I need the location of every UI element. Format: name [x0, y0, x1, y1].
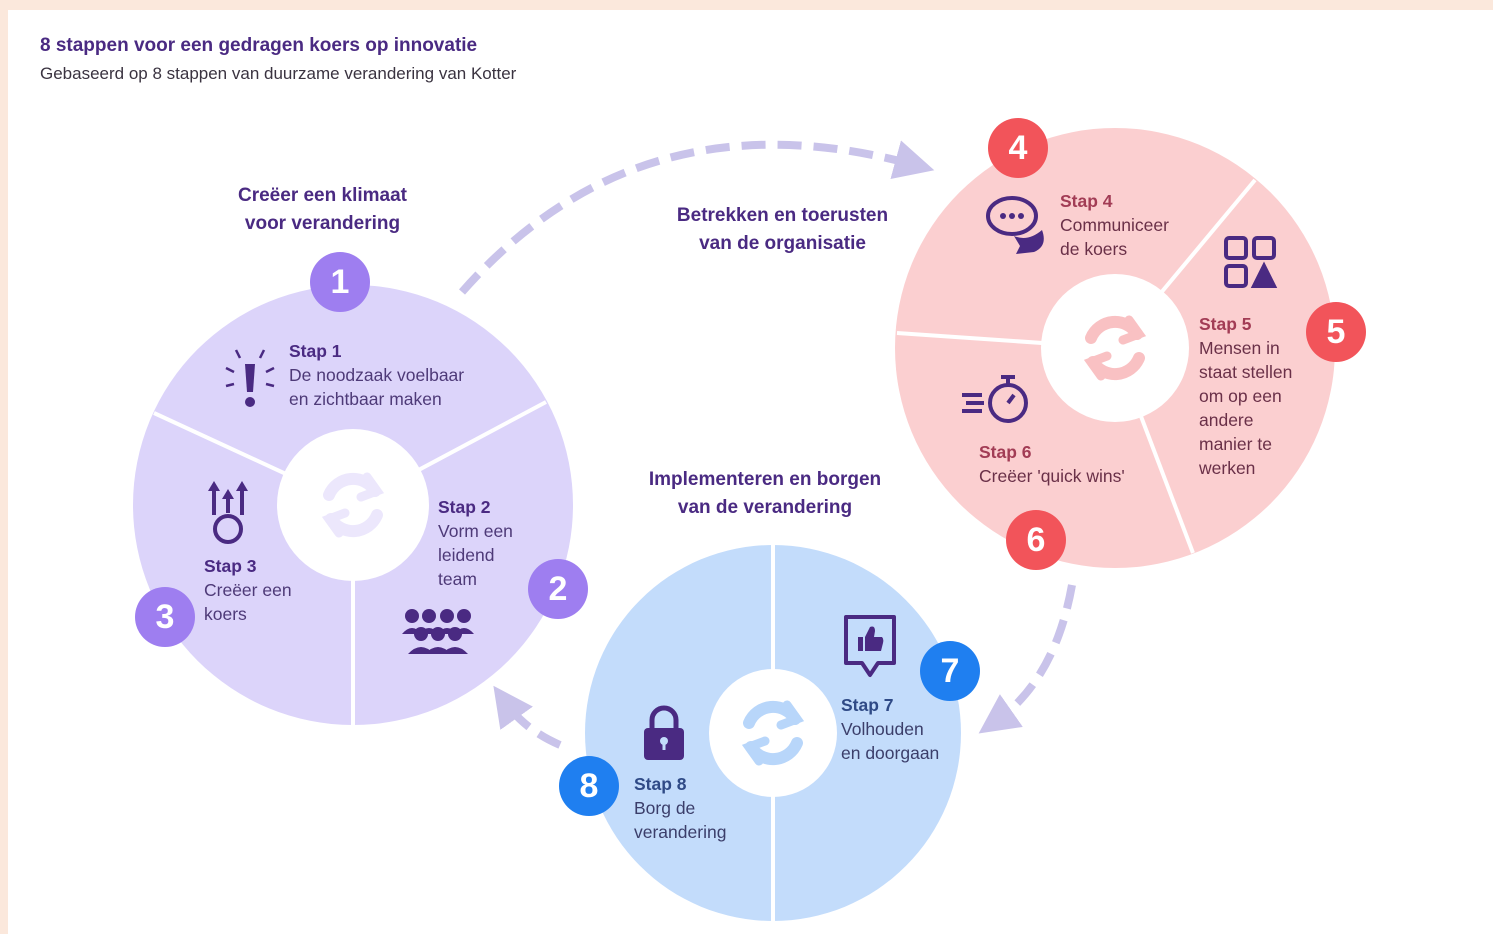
phase-climate-line2: voor verandering: [244, 213, 401, 234]
page-title: 8 stappen voor een gedragen koers op inn…: [40, 35, 478, 56]
step-8-badge: 8: [559, 756, 619, 816]
step-8-title: Stap 8: [634, 774, 687, 794]
step-3-line: Creëer een: [204, 580, 292, 600]
exclamation-icon: [225, 349, 275, 407]
step-1-line: en zichtbaar maken: [289, 389, 442, 409]
step-2-badge: 2: [528, 559, 588, 619]
step-2-line: Vorm een: [438, 521, 513, 541]
step-5-title: Stap 5: [1199, 314, 1252, 334]
page-subtitle: Gebaseerd op 8 stappen van duurzame vera…: [40, 64, 517, 83]
step-7-badge: 7: [920, 641, 980, 701]
shapes-icon: [1224, 236, 1278, 288]
stopwatch-icon: [962, 375, 1028, 423]
phase-climate-heading: Creëer een klimaat voor verandering: [200, 182, 445, 238]
step-6: Stap 6 Creëer 'quick wins': [979, 440, 1125, 488]
step-7-line: Volhouden: [841, 719, 924, 739]
step-6-line: Creëer 'quick wins': [979, 466, 1125, 486]
step-2: Stap 2 Vorm een leidend team: [438, 495, 513, 591]
step-2-line: leidend: [438, 545, 495, 565]
step-1-line: De noodzaak voelbaar: [289, 365, 465, 385]
direction-arrows-icon: [208, 481, 248, 544]
step-1-title: Stap 1: [289, 341, 342, 361]
step-3: Stap 3 Creëer een koers: [204, 554, 292, 626]
step-3-badge: 3: [135, 587, 195, 647]
step-7: Stap 7 Volhouden en doorgaan: [841, 693, 939, 765]
step-5: Stap 5 Mensen in staat stellen om op een…: [1199, 312, 1292, 480]
step-7-title: Stap 7: [841, 695, 894, 715]
step-3-line: koers: [204, 604, 247, 624]
phase-organisation-line1: Betrekken en toerusten: [676, 205, 889, 226]
step-7-line: en doorgaan: [841, 743, 940, 763]
step-1-badge: 1: [310, 252, 370, 312]
arrow-6-to-7: [978, 584, 1076, 734]
phase-implementation-heading: Implementeren en borgen van de veranderi…: [620, 466, 910, 522]
step-4: Stap 4 Communiceer de koers: [1060, 189, 1169, 261]
step-4-badge: 4: [988, 118, 1048, 178]
step-4-line: de koers: [1060, 239, 1128, 259]
step-8-line: Borg de: [634, 798, 696, 818]
phase-organisation-heading: Betrekken en toerusten van de organisati…: [650, 202, 915, 258]
phase-implementation-line1: Implementeren en borgen: [648, 469, 882, 490]
step-5-line: andere: [1199, 410, 1254, 430]
phase-organisation-line2: van de organisatie: [699, 233, 866, 254]
step-5-badge: 5: [1306, 302, 1366, 362]
team-icon: [402, 609, 474, 654]
step-8: Stap 8 Borg de verandering: [634, 772, 726, 844]
step-4-title: Stap 4: [1060, 191, 1113, 211]
phase-climate-line1: Creëer een klimaat: [238, 185, 407, 206]
thumbs-up-icon: [844, 615, 896, 677]
step-8-line: verandering: [634, 822, 727, 842]
step-5-line: Mensen in: [1199, 338, 1280, 358]
lock-icon: [644, 705, 684, 760]
step-4-line: Communiceer: [1060, 215, 1169, 235]
step-5-line: werken: [1199, 458, 1256, 478]
step-6-title: Stap 6: [979, 442, 1032, 462]
step-5-line: staat stellen: [1199, 362, 1293, 382]
step-6-badge: 6: [1006, 510, 1066, 570]
step-5-line: manier te: [1199, 434, 1272, 454]
step-1: Stap 1 De noodzaak voelbaar en zichtbaar…: [289, 339, 464, 411]
step-2-line: team: [438, 569, 477, 589]
phase-implementation-line2: van de verandering: [677, 497, 853, 518]
step-5-line: om op een: [1199, 386, 1282, 406]
step-3-title: Stap 3: [204, 556, 257, 576]
arrow-8-to-2: [493, 685, 562, 749]
step-2-title: Stap 2: [438, 497, 491, 517]
chat-bubbles-icon: [986, 196, 1044, 254]
